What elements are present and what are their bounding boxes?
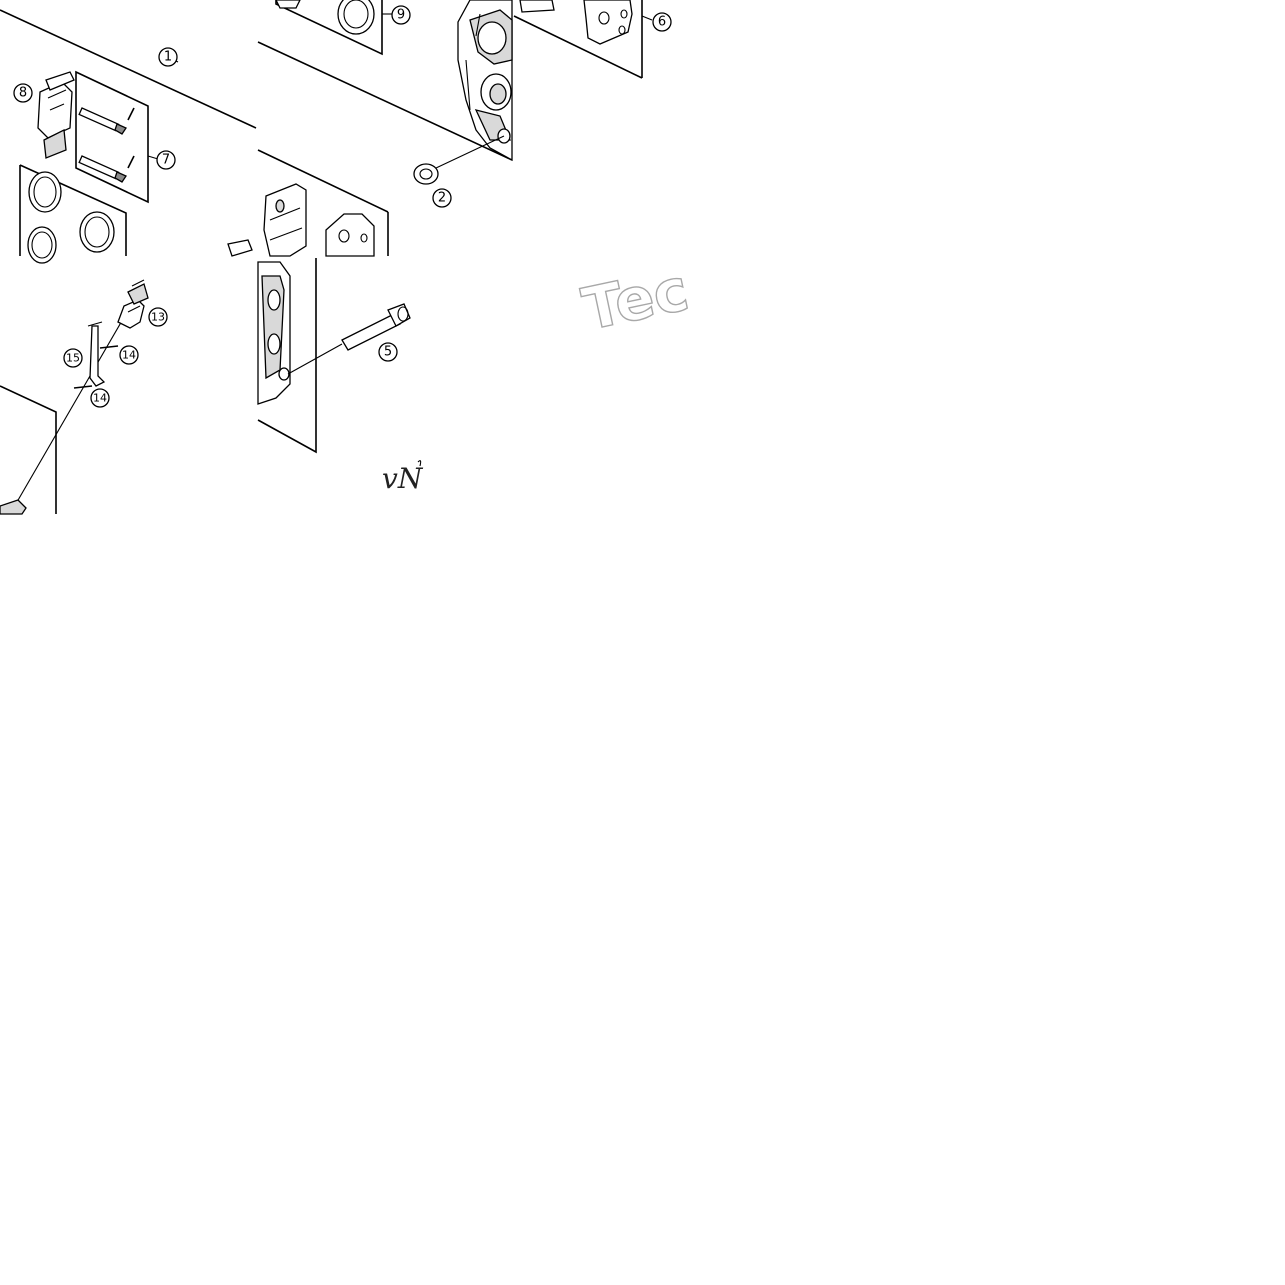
svg-text:15: 15 <box>66 352 80 365</box>
callout-9: 9 <box>391 5 411 25</box>
pad-pin <box>78 155 135 183</box>
axis-line <box>513 15 643 79</box>
tile-bottom-left <box>0 279 149 515</box>
svg-text:2: 2 <box>438 191 446 206</box>
bleed-valve-top <box>227 239 253 257</box>
hose-clip <box>87 321 106 387</box>
signature-flourish <box>417 460 422 467</box>
callout-7: 7 <box>156 150 176 170</box>
brake-pad-backing <box>325 213 375 257</box>
piston <box>28 171 62 213</box>
svg-text:7: 7 <box>162 153 170 168</box>
watermark: Tec <box>577 255 694 343</box>
bleed-valve <box>117 279 149 329</box>
tile-bottom-middle <box>257 258 411 454</box>
callout-5: 5 <box>378 342 398 362</box>
pistons-kit-9 <box>275 0 392 56</box>
callout-13: 13 <box>148 307 168 327</box>
caliper-bolt <box>287 303 411 375</box>
brake-pad <box>263 183 307 257</box>
brake-pad <box>583 0 633 45</box>
pad-retaining-clip <box>37 71 75 159</box>
washer <box>73 385 93 389</box>
bleed-line <box>9 299 135 515</box>
tile-middle <box>227 149 389 257</box>
svg-text:14: 14 <box>122 349 136 362</box>
callout-14-lower: 14 <box>90 388 110 408</box>
bushing <box>413 135 505 185</box>
piston <box>79 211 115 253</box>
piston <box>337 0 375 35</box>
axis-line <box>257 149 389 213</box>
callout-14-upper: 14 <box>119 345 139 365</box>
signature: vN <box>382 462 424 495</box>
axis-line <box>257 41 513 161</box>
tile-top-left <box>0 9 257 264</box>
callout-15: 15 <box>63 348 83 368</box>
axis-line <box>0 9 257 129</box>
piston <box>27 226 57 264</box>
svg-text:5: 5 <box>384 345 392 360</box>
callout-2: 2 <box>432 188 452 208</box>
caliper-side <box>257 261 291 405</box>
svg-text:9: 9 <box>397 8 405 23</box>
callout-1: 1 <box>158 47 178 67</box>
svg-text:8: 8 <box>19 86 27 101</box>
svg-text:13: 13 <box>151 311 165 324</box>
callout-6: 6 <box>652 12 672 32</box>
brake-pad <box>519 0 555 13</box>
pad-pin <box>78 107 135 135</box>
washer <box>99 345 119 349</box>
tile-top-right <box>513 0 653 79</box>
caliper-body <box>457 0 513 162</box>
svg-text:1: 1 <box>164 50 172 65</box>
pad-pins-kit <box>75 70 159 204</box>
caliper-edge <box>0 499 27 515</box>
tile-top-middle <box>257 0 513 185</box>
pistons-kit <box>19 164 127 264</box>
callout-8: 8 <box>13 83 33 103</box>
svg-text:6: 6 <box>658 15 666 30</box>
svg-text:14: 14 <box>93 392 107 405</box>
